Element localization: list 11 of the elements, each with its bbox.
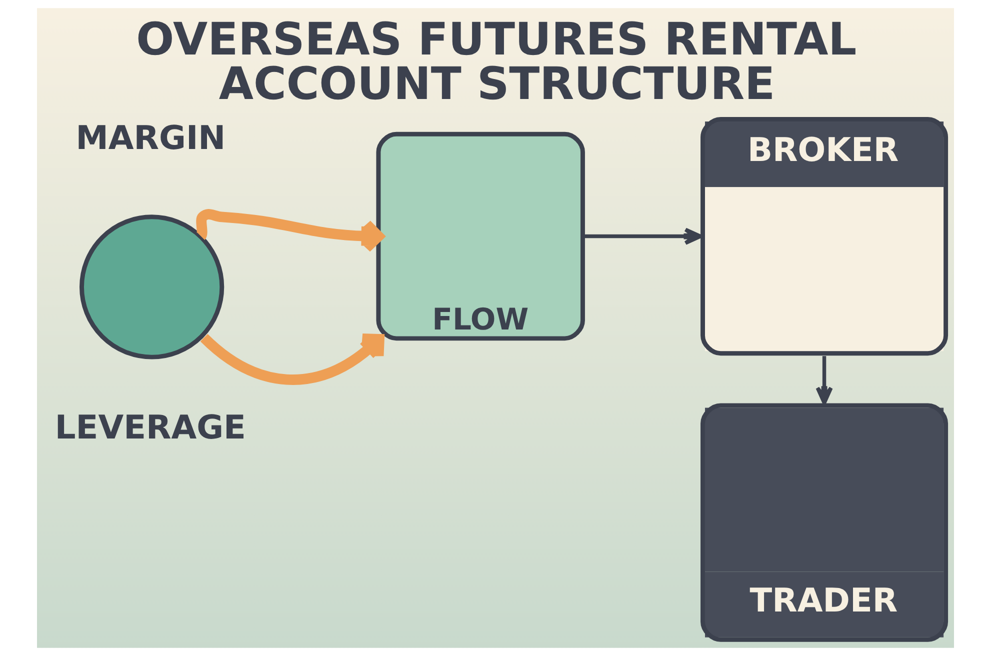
label: MARGIN bbox=[76, 119, 226, 158]
arrow bbox=[196, 209, 384, 254]
node-box: FLOW bbox=[376, 132, 585, 341]
node-circle bbox=[80, 214, 224, 360]
label: LEVERAGE bbox=[54, 408, 246, 446]
arrow bbox=[816, 356, 833, 405]
arrow bbox=[582, 228, 702, 245]
arrow bbox=[200, 334, 384, 385]
diagram-title: OVERSEAS FUTURES RENTAL ACCOUNT STRUCTURE bbox=[136, 12, 857, 110]
node-box: TRADER bbox=[700, 403, 948, 642]
node-box: BROKER bbox=[700, 117, 948, 356]
